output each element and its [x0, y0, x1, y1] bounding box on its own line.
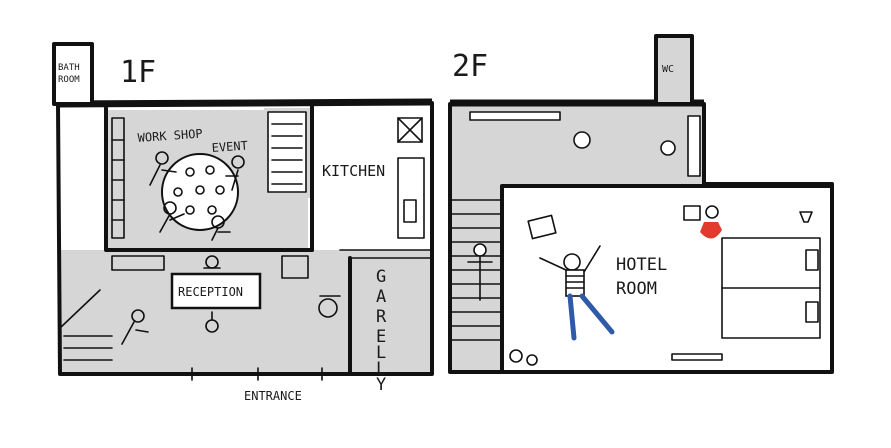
bottom-corridor-items — [509, 349, 723, 366]
stairs-person — [121, 309, 149, 345]
round-table — [161, 153, 239, 231]
gallery-letter-1: G — [376, 267, 386, 287]
entrance-label: ENTRANCE — [244, 389, 302, 403]
hotel-room-wall — [500, 184, 834, 372]
bathroom-box — [52, 42, 94, 106]
left-shelf — [111, 117, 125, 239]
workshop-label: WORK SHOP — [137, 126, 203, 145]
sitting-person — [700, 205, 722, 239]
second-floor: WC 2F HOTEL ROOM — [448, 34, 834, 374]
gallery-label: G A R E L L Y — [376, 267, 397, 395]
reception-people — [203, 255, 221, 333]
wc-box — [654, 34, 694, 106]
hotel-room-label: HOTEL ROOM — [616, 255, 677, 299]
side-table — [281, 255, 309, 279]
bathroom-label-line1: BATH — [58, 63, 80, 73]
top-corridor-items — [469, 111, 701, 177]
bench — [111, 255, 165, 271]
wc-label: WC — [662, 64, 674, 75]
bathroom-label-line2: ROOM — [58, 75, 80, 85]
gallery-letter-6: L — [376, 359, 386, 379]
reception-label: RECEPTION — [178, 285, 243, 299]
gallery-person — [318, 295, 341, 318]
kitchen-sink — [403, 199, 417, 223]
reception-desk — [170, 272, 262, 310]
gallery-letter-5: L — [376, 343, 386, 363]
lobby-floor — [60, 250, 430, 372]
event-label: EVENT — [211, 139, 248, 155]
corridor-person — [467, 243, 493, 301]
first-floor: BATH ROOM 1F WORK SHOP EVENT — [52, 42, 434, 403]
lying-person — [539, 245, 615, 341]
first-floor-label: 1F — [120, 55, 156, 90]
stairs-2f — [451, 199, 501, 341]
gallery-letter-4: E — [376, 327, 386, 347]
hotel-room-label-line2: ROOM — [616, 279, 657, 299]
gallery-letter-3: R — [376, 307, 387, 327]
table-dots — [173, 165, 225, 215]
stairs-1f — [59, 289, 113, 361]
workshop-wall — [104, 106, 314, 252]
right-shelf — [267, 111, 307, 193]
gallery-letter-2: A — [376, 287, 386, 307]
entrance-ticks — [191, 367, 323, 381]
gallery-letter-7: Y — [376, 375, 386, 395]
kitchen-counter — [397, 157, 425, 239]
hotel-room-label-line1: HOTEL — [616, 255, 667, 275]
bathroom-label: BATH ROOM — [58, 63, 85, 85]
workshop-people — [149, 151, 245, 241]
beds — [721, 237, 821, 339]
second-floor-label: 2F — [452, 49, 488, 84]
kitchen-label: KITCHEN — [322, 162, 385, 180]
suitcase-icon — [527, 205, 701, 240]
lamp-icon — [799, 211, 813, 223]
kitchen-stove — [397, 117, 423, 143]
person-legs — [567, 293, 615, 341]
